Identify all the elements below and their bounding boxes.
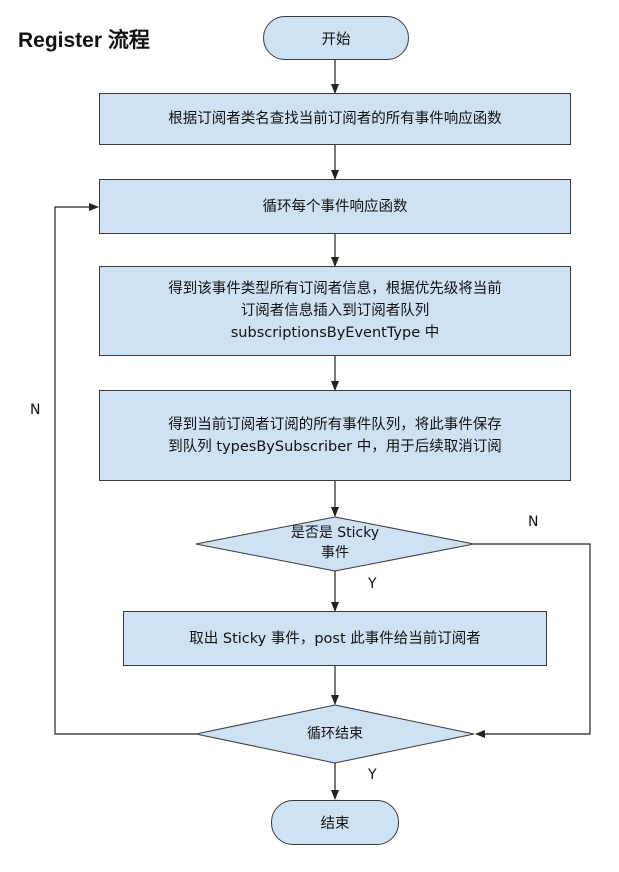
decision-is-sticky-line-2: 事件 bbox=[321, 545, 349, 561]
decision-is-sticky-text: 是否是 Sticky 事件 bbox=[255, 523, 415, 563]
edge-label-sticky-yes: Y bbox=[368, 576, 377, 592]
diagram-title: Register 流程 bbox=[18, 29, 150, 52]
arrow-loopend-no bbox=[54, 203, 196, 735]
start-label: 开始 bbox=[321, 31, 351, 48]
step-loop-handlers: 循环每个事件响应函数 bbox=[99, 179, 571, 234]
decision-loop-end-text: 循环结束 bbox=[255, 724, 415, 744]
edge-label-sticky-no: N bbox=[528, 514, 539, 530]
step-post-sticky: 取出 Sticky 事件，post 此事件给当前订阅者 bbox=[123, 611, 547, 666]
step-post-sticky-label: 取出 Sticky 事件，post 此事件给当前订阅者 bbox=[189, 630, 481, 647]
step-save-line-1: 得到当前订阅者订阅的所有事件队列，将此事件保存 bbox=[168, 416, 502, 433]
arrow-sticky-no bbox=[474, 543, 591, 738]
step-find-handlers: 根据订阅者类名查找当前订阅者的所有事件响应函数 bbox=[99, 93, 571, 145]
step-loop-handlers-label: 循环每个事件响应函数 bbox=[262, 198, 408, 215]
step-insert-subscription: 得到该事件类型所有订阅者信息，根据优先级将当前 订阅者信息插入到订阅者队列 su… bbox=[99, 266, 571, 356]
step-save-line-2: 到队列 typesBySubscriber 中，用于后续取消订阅 bbox=[168, 438, 502, 455]
decision-loop-end-label: 循环结束 bbox=[307, 726, 363, 742]
step-insert-line-3: subscriptionsByEventType 中 bbox=[230, 325, 440, 341]
edge-label-loopend-yes: Y bbox=[368, 767, 377, 783]
step-save-type: 得到当前订阅者订阅的所有事件队列，将此事件保存 到队列 typesBySubsc… bbox=[99, 390, 571, 481]
start-node: 开始 bbox=[263, 16, 409, 60]
decision-is-sticky-line-1: 是否是 Sticky bbox=[290, 525, 380, 541]
step-insert-line-2: 订阅者信息插入到订阅者队列 bbox=[240, 303, 430, 319]
step-find-handlers-label: 根据订阅者类名查找当前订阅者的所有事件响应函数 bbox=[168, 111, 502, 127]
end-node: 结束 bbox=[271, 800, 399, 845]
end-label: 结束 bbox=[320, 816, 350, 832]
step-insert-line-1: 得到该事件类型所有订阅者信息，根据优先级将当前 bbox=[168, 281, 502, 297]
edge-label-loopend-no: N bbox=[30, 402, 41, 418]
